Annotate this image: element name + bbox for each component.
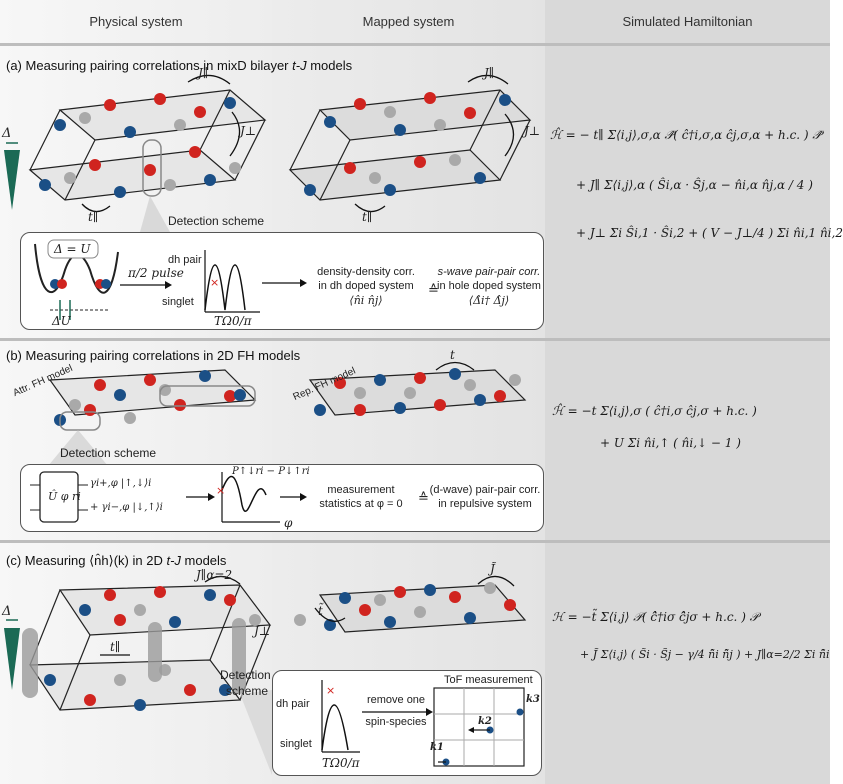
measurement-line1: measurement	[327, 484, 395, 496]
pair-line2: in repulsive system	[438, 498, 532, 510]
pair-line1: (d-wave) pair-pair corr.	[429, 484, 541, 496]
unitary-label: Û φ ri	[48, 490, 81, 503]
section-b-title: (b) Measuring pairing correlations in 2D…	[6, 348, 301, 363]
j-parallel-label-a: J∥	[198, 66, 209, 80]
corr-right-line3: ⟨Δ̂i† Δ̂j⟩	[468, 294, 510, 307]
j-perp-label-mapped-a: J⊥	[524, 124, 541, 138]
header-separator	[0, 43, 830, 46]
hamiltonian-b-line1: ℋ̂ = −t Σ⟨i,j⟩,σ ( ĉ†i,σ ĉj,σ + h.c. )	[552, 404, 757, 418]
x-axis-label-c: TΩ0/π	[322, 756, 360, 770]
j-tilde-label: J̃	[490, 562, 495, 576]
pulse-label: π/2 pulse	[128, 266, 184, 280]
delta-u-label: ΔU	[52, 314, 71, 328]
delta-eq-u-label: Δ = U	[54, 242, 91, 256]
dh-pair-label-a: dh pair	[168, 254, 202, 266]
corr-right-line1: s-wave pair-pair corr.	[437, 266, 541, 278]
dh-pair-label-c: dh pair	[276, 698, 310, 710]
j-perp-label-c: J⊥	[254, 624, 271, 638]
x-axis-label-a: TΩ0/π	[214, 314, 252, 328]
svg-text:×: ×	[216, 484, 225, 497]
t-parallel-label-a: t∥	[88, 210, 99, 224]
corr-right-line2: in hole doped system	[437, 280, 541, 292]
svg-text:×: ×	[210, 276, 219, 289]
state-line1: γi+,φ |↑,↓⟩i	[90, 478, 152, 489]
measurement-line2: statistics at φ = 0	[319, 498, 403, 510]
section-c-title: (c) Measuring ⟨n̂h⟩(k) in 2D t-J models	[6, 553, 227, 568]
k3-label: k3	[526, 694, 540, 705]
section-separator-ab	[0, 338, 830, 341]
equiv-sign-a: ≙	[428, 282, 439, 297]
hamiltonian-a-line2: + J∥ Σ⟨i,j⟩,α ( Ŝi,α · Ŝj,α − n̂i,α n̂j,…	[576, 178, 813, 192]
detection-scheme-label-b: Detection scheme	[60, 446, 157, 460]
equiv-sign-b: ≙	[418, 490, 429, 505]
t-parallel-label-mapped-a: t∥	[362, 210, 373, 224]
remove-line1: remove one	[366, 694, 426, 706]
hamiltonian-a-line3: + J⊥ Σi Ŝi,1 · Ŝi,2 + ( V − J⊥/4 ) Σi n̂…	[576, 226, 843, 240]
hamiltonian-c-line2: + J̃ Σ⟨i,j⟩ ( S̃i · S̃j − γ/4 n̂̃i n̂̃j …	[580, 648, 830, 661]
section-a-title: (a) Measuring pairing correlations in mi…	[6, 58, 353, 73]
phi-axis-label: φ	[284, 516, 293, 530]
j-parallel-label-mapped-a: J∥	[484, 66, 495, 80]
delta-label-c: Δ	[2, 604, 12, 619]
tof-label: ToF measurement	[444, 674, 533, 686]
detection-label-c-line2: scheme	[226, 684, 269, 698]
column-header-physical: Physical system	[89, 14, 183, 29]
svg-text:×: ×	[326, 684, 335, 697]
t-parallel-label-c: t∥	[110, 640, 121, 654]
delta-label-a: Δ	[2, 126, 12, 141]
section-separator-bc	[0, 540, 830, 543]
hamiltonian-b-line2: + U Σi n̂i,↑ ( n̂i,↓ − 1 )	[600, 436, 741, 450]
corr-left-line3: ⟨n̂i n̂j⟩	[349, 294, 383, 307]
k2-label: k2	[478, 716, 492, 727]
corr-left-line1: density-density corr.	[317, 266, 415, 278]
j-alpha-label-c: J∥α=2	[196, 568, 233, 582]
detection-panel-b	[20, 464, 544, 532]
hamiltonian-column-bg	[545, 0, 830, 784]
prob-label: P↑↓ri − P↓↑ri	[232, 466, 310, 477]
detection-scheme-label-a: Detection scheme	[168, 214, 265, 228]
detection-label-c-line1: Detection	[220, 668, 271, 682]
corr-left-line2: in dh doped system	[318, 280, 414, 292]
singlet-label-a: singlet	[162, 296, 194, 308]
remove-line2: spin-species	[365, 716, 427, 728]
t-tilde-label: t̃	[318, 604, 323, 618]
j-perp-label-a: J⊥	[240, 124, 257, 138]
t-label-b: t	[450, 348, 455, 362]
column-header-mapped: Mapped system	[362, 14, 455, 29]
singlet-label-c: singlet	[280, 738, 312, 750]
delta-wedge-c	[4, 628, 20, 690]
k1-label: k1	[430, 742, 444, 753]
hamiltonian-c-line1: ℋ = −t̃ Σ⟨i,j⟩ 𝒫( ĉ̂†iσ ĉ̂jσ + h.c. ) 𝒫	[552, 610, 759, 624]
hamiltonian-a-line1: ℋ̂ = − t∥ Σ⟨i,j⟩,σ,α 𝒫̂( ĉ†i,σ,α ĉj,σ,α …	[550, 128, 822, 142]
state-line2: + γi−,φ |↓,↑⟩i	[90, 502, 163, 513]
delta-wedge-a	[4, 150, 20, 210]
column-header-hamiltonian: Simulated Hamiltonian	[622, 14, 753, 29]
